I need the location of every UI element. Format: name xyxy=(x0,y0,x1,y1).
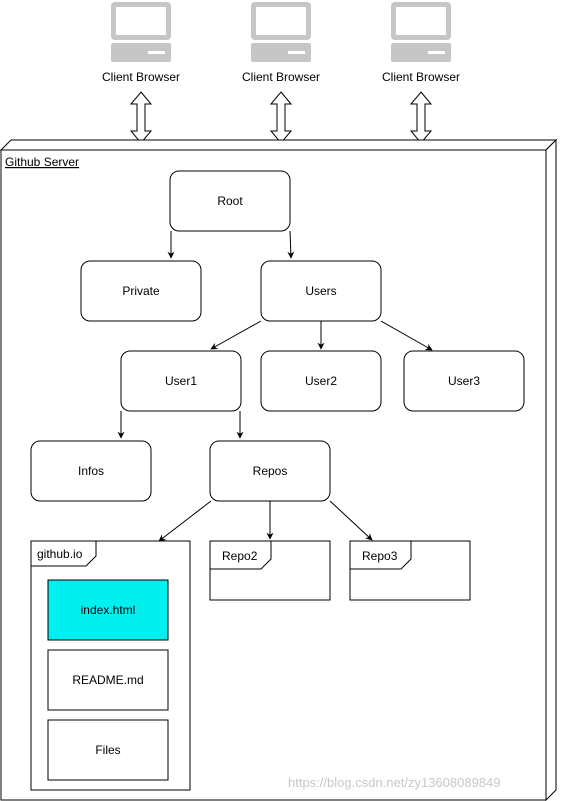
node-repos xyxy=(209,440,331,502)
node-user2 xyxy=(260,350,382,412)
edge-users-user1 xyxy=(210,320,262,350)
server-label: Github Server xyxy=(5,155,79,169)
node-infos-label: Infos xyxy=(78,464,104,478)
node-private-label: Private xyxy=(122,284,160,298)
frame-repo2 xyxy=(209,540,331,601)
client-browser-label-1: Client Browser xyxy=(102,70,180,84)
file-readme-md-label: README.md xyxy=(72,673,143,687)
node-user2-label: User2 xyxy=(305,374,337,388)
frame-repo2-label: Repo2 xyxy=(222,549,258,563)
client-browser-label-3: Client Browser xyxy=(382,70,460,84)
double-arrow-2 xyxy=(269,91,293,144)
computer-icon-3 xyxy=(391,2,451,62)
frame-repo3 xyxy=(349,540,471,601)
node-infos xyxy=(30,440,152,502)
node-private xyxy=(80,260,202,322)
node-user1 xyxy=(120,350,242,412)
node-users-label: Users xyxy=(305,284,336,298)
file-files xyxy=(47,719,169,781)
file-files-label: Files xyxy=(95,743,120,757)
computer-icon-2 xyxy=(251,2,311,62)
edge-repos-githubio xyxy=(158,500,212,542)
watermark: https://blog.csdn.net/zy13608089849 xyxy=(288,775,501,790)
file-index-html xyxy=(47,579,169,641)
edge-repos-repo3 xyxy=(329,500,373,541)
node-users xyxy=(260,260,382,322)
node-root-label: Root xyxy=(217,194,243,208)
node-user3 xyxy=(403,350,525,412)
file-index-html-label: index.html xyxy=(81,603,136,617)
edge-root-users xyxy=(287,230,295,259)
connectors xyxy=(117,230,433,542)
file-readme-md xyxy=(47,649,169,711)
node-user3-label: User3 xyxy=(448,374,480,388)
frame-repo3-label: Repo3 xyxy=(362,549,398,563)
node-user1-label: User1 xyxy=(165,374,197,388)
client-browser-label-2: Client Browser xyxy=(242,70,320,84)
computer-icon-1 xyxy=(111,2,171,62)
frame-githubio-label: github.io xyxy=(37,547,83,561)
node-repos-label: Repos xyxy=(253,464,288,478)
double-arrow-3 xyxy=(409,91,433,144)
double-arrow-1 xyxy=(129,91,153,144)
node-root xyxy=(169,170,291,232)
edge-users-user3 xyxy=(380,320,433,351)
